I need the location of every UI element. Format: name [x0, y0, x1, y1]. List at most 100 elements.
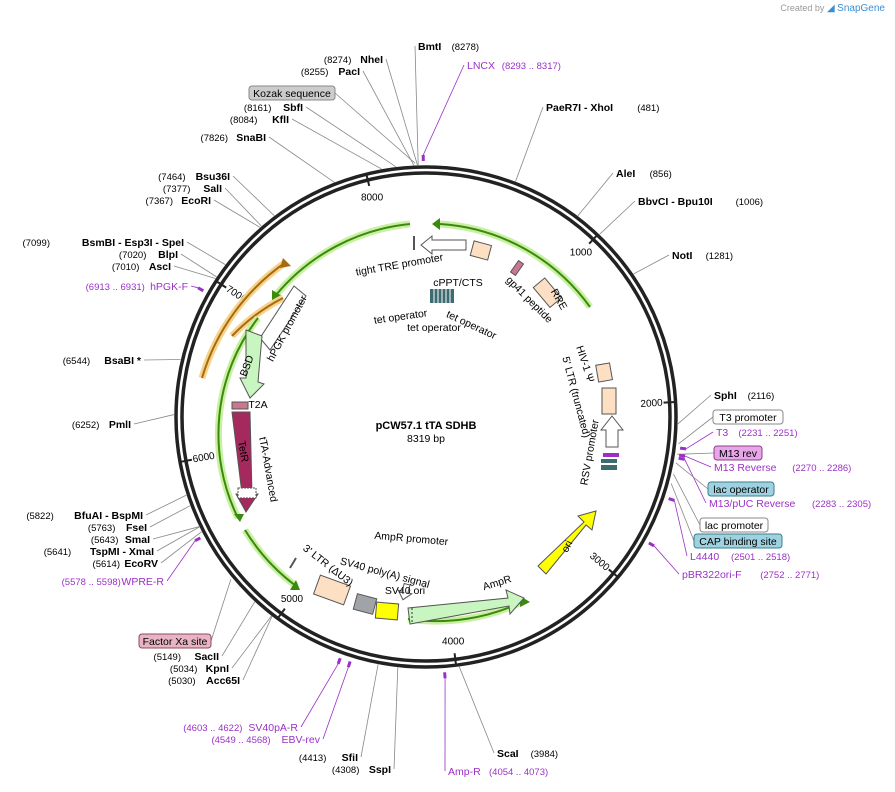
- site-name: NheI: [360, 54, 383, 66]
- primer-lncx[interactable]: LNCX(8293 .. 8317): [467, 60, 561, 72]
- ampr-arrow[interactable]: [407, 589, 525, 625]
- site-position: (6252): [72, 420, 99, 431]
- site-sacii[interactable]: SacII(5149): [154, 651, 220, 663]
- rre-box[interactable]: [532, 277, 563, 309]
- feature-box-cap-binding-site[interactable]: CAP binding site: [693, 533, 783, 549]
- site-sspi[interactable]: SspI(4308): [332, 764, 391, 776]
- site-bsabi-[interactable]: BsaBI *(6544): [63, 355, 142, 367]
- primer-sv40pa-r[interactable]: SV40pA-R(4603 .. 4622): [183, 722, 298, 734]
- site-sali[interactable]: SalI(7377): [163, 183, 222, 195]
- site-sphi[interactable]: SphI(2116): [714, 390, 774, 402]
- sv40-ori-box[interactable]: [374, 601, 400, 621]
- site-nhei[interactable]: NheI(8274): [324, 54, 383, 66]
- snapgene-name: SnapGene: [837, 3, 885, 14]
- tet-operators-block[interactable]: [430, 289, 454, 303]
- site-scai[interactable]: ScaI(3984): [497, 748, 558, 760]
- site-sbfi[interactable]: SbfI(8161): [244, 102, 303, 114]
- tick-mark: [365, 173, 371, 187]
- site-position: (856): [650, 169, 672, 180]
- site-bmti[interactable]: BmtI(8278): [418, 41, 479, 53]
- site-name: SalI: [203, 183, 222, 195]
- 3-ltr-box[interactable]: [312, 574, 352, 606]
- site-position: (4413): [299, 753, 326, 764]
- sv40-polya-box[interactable]: [352, 593, 378, 615]
- hpgk-promoter-arrow[interactable]: [259, 285, 307, 351]
- site-name: FseI: [126, 522, 147, 534]
- site-name: SbfI: [283, 102, 303, 114]
- site-blpi[interactable]: BlpI(7020): [119, 249, 178, 261]
- feature-label-ampr-promoter: AmpR promoter: [374, 530, 449, 548]
- primer-m13-reverse[interactable]: M13 Reverse(2270 .. 2286): [714, 462, 851, 474]
- hiv1-psi-box[interactable]: [595, 362, 614, 383]
- site-paer7i-xhoi[interactable]: PaeR7I - XhoI(481): [546, 102, 659, 114]
- site-position: (6544): [63, 356, 90, 367]
- site-fsei[interactable]: FseI (5763): [88, 522, 147, 534]
- ampr-promoter-arrow[interactable]: [396, 582, 414, 601]
- site-kpni[interactable]: KpnI(5034): [170, 663, 229, 675]
- feature-label-tet-operator: tet operator: [407, 322, 461, 334]
- primer-l4440[interactable]: L4440(2501 .. 2518): [690, 551, 790, 563]
- gp41-peptide-box[interactable]: [509, 259, 525, 277]
- feature-label-cppt-cts: cPPT/CTS: [433, 277, 483, 289]
- site-alei[interactable]: AleI (856): [616, 168, 672, 180]
- primer-t3[interactable]: T3(2231 .. 2251): [716, 427, 798, 439]
- site-acc65i[interactable]: Acc65I(5030): [168, 675, 240, 687]
- primer-name: T3: [716, 427, 728, 439]
- cppt-cts-box[interactable]: [469, 240, 493, 261]
- primer-amp-r[interactable]: Amp-R(4054 .. 4073): [448, 766, 548, 778]
- site-position: (5034): [170, 664, 197, 675]
- primer-position: (4549 .. 4568): [211, 735, 270, 746]
- m13-mark: [603, 453, 619, 457]
- site-noti[interactable]: NotI(1281): [672, 250, 733, 262]
- feature-label-sv40-ori: SV40 ori: [385, 585, 425, 597]
- site-bsmbi-esp3i-spei[interactable]: BsmBI - Esp3I - SpeI(7099): [23, 237, 185, 249]
- feature-box-factor-xa-site[interactable]: Factor Xa site: [138, 633, 212, 649]
- site-snabi[interactable]: SnaBI(7826): [201, 132, 267, 144]
- primer-name: M13 Reverse: [714, 462, 777, 474]
- site-kfli[interactable]: KflI(8084): [230, 114, 289, 126]
- site-position: (5822): [26, 511, 53, 522]
- site-sfii[interactable]: SfiI(4413): [299, 752, 358, 764]
- primer-hpgk-f[interactable]: hPGK-F(6913 .. 6931): [86, 281, 188, 293]
- site-bfuai-bspmi[interactable]: BfuAI - BspMI(5822): [26, 510, 143, 522]
- feature-box-lac-promoter[interactable]: lac promoter: [699, 517, 769, 533]
- bsd-arrow[interactable]: [239, 329, 265, 399]
- feature-box-m13-rev[interactable]: M13 rev: [713, 445, 763, 461]
- rsv-promoter-arrow[interactable]: [599, 415, 625, 448]
- site-position: (7020): [119, 250, 146, 261]
- arc-arrowhead-icon: [272, 290, 282, 300]
- arc-arrowhead-icon: [234, 514, 244, 522]
- primer-pbr322ori-f[interactable]: pBR322ori-F(2752 .. 2771): [682, 569, 819, 581]
- tick-mark: [608, 568, 619, 578]
- primer-ebv-rev[interactable]: EBV-rev(4549 .. 4568): [211, 734, 320, 746]
- site-position: (7826): [201, 133, 228, 144]
- site-ecori[interactable]: EcoRI(7367): [146, 195, 212, 207]
- primer-wpre-r[interactable]: WPRE-R(5578 .. 5598): [62, 576, 165, 588]
- tick-label: 8000: [361, 193, 384, 204]
- site-position: (5641): [44, 547, 71, 558]
- feature-box-kozak-sequence[interactable]: Kozak sequence: [248, 85, 336, 101]
- site-name: AleI: [616, 168, 635, 180]
- site-position: (7367): [146, 196, 173, 207]
- ori-arrow[interactable]: [537, 510, 597, 575]
- site-bsu36i[interactable]: Bsu36I(7464): [158, 171, 230, 183]
- site-asci[interactable]: AscI(7010): [112, 261, 171, 273]
- site-paci[interactable]: PacI(8255): [301, 66, 360, 78]
- t2a-box[interactable]: [231, 401, 249, 410]
- site-ecorv[interactable]: EcoRV(5614): [93, 558, 158, 570]
- feature-box-t3-promoter[interactable]: T3 promoter: [712, 409, 784, 425]
- tight-tre-promoter-arrow[interactable]: [420, 234, 467, 256]
- site-tspmi-xmai[interactable]: TspMI - XmaI(5641): [44, 546, 154, 558]
- feature-label-ampr: AmpR: [481, 573, 513, 593]
- 5-ltr-box[interactable]: [601, 387, 617, 415]
- tetr-hatch: [237, 487, 257, 499]
- site-position: (5614): [93, 559, 120, 570]
- feature-box-lac-operator[interactable]: lac operator: [707, 481, 775, 497]
- site-bbvci-bpu10i[interactable]: BbvCI - Bpu10I(1006): [638, 196, 763, 208]
- site-smai[interactable]: SmaI(5643): [91, 534, 150, 546]
- site-pmli[interactable]: PmlI(6252): [72, 419, 131, 431]
- site-position: (5763): [88, 523, 115, 534]
- primer-m13-puc-reverse[interactable]: M13/pUC Reverse(2283 .. 2305): [709, 498, 871, 510]
- leader-lines: [133, 45, 715, 772]
